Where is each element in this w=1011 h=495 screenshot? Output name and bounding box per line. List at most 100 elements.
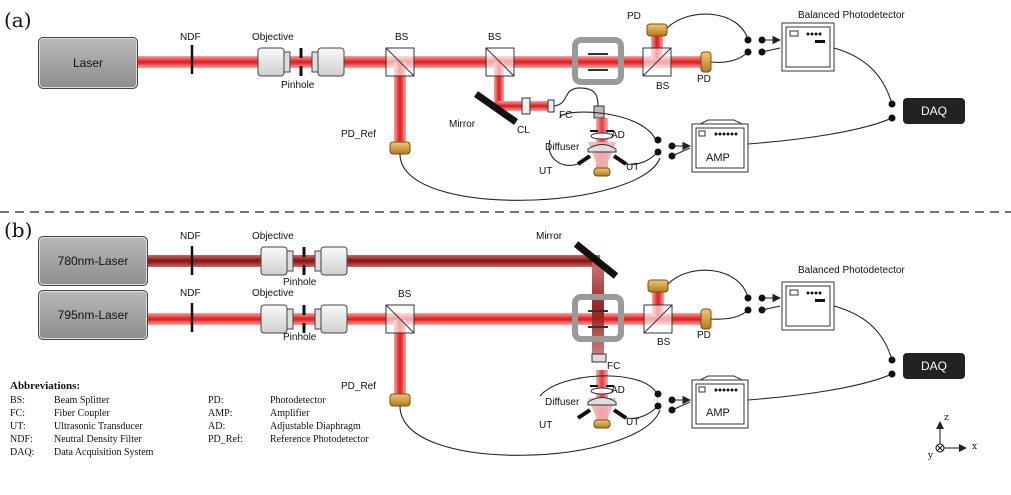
- ad-b-label: AD: [611, 385, 625, 396]
- abbr-key: PD:: [208, 395, 224, 406]
- ad-label: AD: [611, 130, 625, 141]
- pd-ref-b-label: PD_Ref: [341, 381, 377, 392]
- ref-beam-b: [394, 320, 406, 396]
- panel-b-graphics: [145, 241, 896, 456]
- abbr-value: Reference Photodetector: [270, 434, 369, 445]
- pd-top-b-icon: [647, 279, 669, 293]
- pinhole-label: Pinhole: [281, 80, 315, 91]
- bs3-label: BS: [656, 81, 670, 92]
- mirror-icon: [473, 91, 519, 125]
- abbr-row: BS: Beam Splitter PD: Photodetector: [10, 395, 373, 408]
- ndf-780-label: NDF: [180, 231, 201, 242]
- daq-box: DAQ: [903, 98, 965, 124]
- abbr-row: DAQ: Data Acquisition System: [10, 447, 373, 460]
- mirror-b-icon: [573, 241, 619, 279]
- abbr-value: Data Acquisition System: [54, 447, 154, 458]
- abbr-key: FC:: [10, 408, 26, 419]
- daq-label: DAQ: [920, 104, 947, 118]
- bs1-label: BS: [395, 32, 409, 43]
- bs-b2-label: BS: [657, 337, 671, 348]
- diffuser-assembly-b-icon: [576, 370, 628, 429]
- beam-splitter-2-icon: [485, 47, 515, 77]
- objective-icon: [257, 47, 345, 77]
- axis-y-label: y: [928, 451, 934, 461]
- amp-b-icon: [691, 375, 749, 429]
- beam-splitter-b1-icon: [385, 304, 415, 334]
- laser-box: Laser: [38, 37, 138, 89]
- abbreviations-legend: Abbreviations: BS: Beam Splitter PD: Pho…: [10, 380, 373, 460]
- ut-right-label: UT: [626, 162, 640, 173]
- panel-b-wires: [399, 269, 893, 456]
- objective-780-label: Objective: [252, 231, 294, 242]
- balanced-photodetector-icon: [781, 22, 835, 72]
- balanced-b-label: Balanced Photodetector: [798, 265, 905, 276]
- ut-right-b-label: UT: [626, 417, 640, 428]
- cl-label: CL: [517, 125, 530, 136]
- laser-label: Laser: [72, 56, 104, 70]
- abbr-row: NDF: Neutral Density Filter PD_Ref: Refe…: [10, 434, 373, 447]
- pd-right-b-icon: [700, 308, 712, 330]
- pinhole-795-label: Pinhole: [283, 332, 317, 343]
- abbr-key: UT:: [10, 421, 26, 432]
- amp-icon: [691, 119, 749, 173]
- abbr-key: [208, 447, 270, 460]
- abbr-value: Photodetector: [270, 395, 326, 406]
- diffuser-b-label: Diffuser: [545, 397, 580, 408]
- pd-right-label: PD: [697, 74, 711, 85]
- bs2-label: BS: [488, 32, 502, 43]
- pd-ref-icon: [389, 141, 411, 155]
- abbr-value: Neutral Density Filter: [54, 434, 142, 445]
- balanced-photodetector-b-icon: [781, 281, 835, 331]
- mirror-label: Mirror: [449, 119, 476, 130]
- abbreviations-title: Abbreviations:: [10, 380, 81, 392]
- abbr-value: Fiber Coupler: [54, 408, 110, 419]
- laser-780-label: 780nm-Laser: [57, 254, 129, 268]
- panel-a-label: (a): [4, 8, 32, 32]
- abbr-key: PD_Ref:: [208, 434, 243, 445]
- diffuser-label: Diffuser: [545, 142, 580, 153]
- ut-left-b-label: UT: [539, 420, 553, 431]
- abbr-value: [270, 447, 373, 460]
- abbr-value: Ultrasonic Transducer: [54, 421, 143, 432]
- abbreviations-table: BS: Beam Splitter PD: Photodetector FC: …: [10, 395, 373, 460]
- fc-label: FC: [559, 110, 573, 121]
- pinhole-780-label: Pinhole: [283, 277, 317, 288]
- amp-b-label: AMP: [706, 407, 730, 419]
- ref-beam: [394, 62, 406, 146]
- beam-splitter-b2-icon: [643, 304, 673, 334]
- cl-icon: [521, 97, 531, 115]
- axis-x-label: x: [972, 442, 978, 452]
- fiber-coupler-icon: [547, 87, 605, 119]
- mirror-beam: [494, 62, 504, 106]
- mirror-b-label: Mirror: [536, 231, 563, 242]
- abbr-key: NDF:: [10, 434, 33, 445]
- amp-label: AMP: [706, 152, 730, 164]
- pd-top-label: PD: [627, 11, 641, 22]
- balanced-label: Balanced Photodetector: [798, 10, 905, 21]
- axis-z-label: z: [944, 413, 949, 423]
- abbr-key: AMP:: [208, 408, 233, 419]
- panel-a-graphics: [135, 13, 896, 201]
- pd-right-b-label: PD: [697, 330, 711, 341]
- abbr-value: Beam Splitter: [54, 395, 110, 406]
- pd-ref-b-icon: [389, 393, 411, 407]
- abbr-value: Adjustable Diaphragm: [270, 421, 361, 432]
- beam-splitter-3-icon: [642, 47, 672, 77]
- laser-795-box: 795nm-Laser: [38, 290, 148, 340]
- laser-795-label: 795nm-Laser: [57, 308, 129, 322]
- vapor-cell-b-icon: [572, 294, 624, 342]
- laser-780-box: 780nm-Laser: [38, 236, 148, 286]
- ndf-label: NDF: [180, 32, 201, 43]
- beam-780: [145, 255, 600, 267]
- panel-b-label: (b): [4, 218, 33, 242]
- abbr-key: DAQ:: [10, 447, 35, 458]
- objective-795-label: Objective: [252, 288, 294, 299]
- ndf-795-label: NDF: [180, 288, 201, 299]
- beam-splitter-1-icon: [385, 47, 415, 77]
- objective-795-icon: [260, 304, 348, 334]
- axes-icon: [935, 421, 967, 453]
- pd-ref-label: PD_Ref: [341, 129, 377, 140]
- pd-top-icon: [646, 23, 668, 37]
- objective-780-icon: [260, 246, 348, 276]
